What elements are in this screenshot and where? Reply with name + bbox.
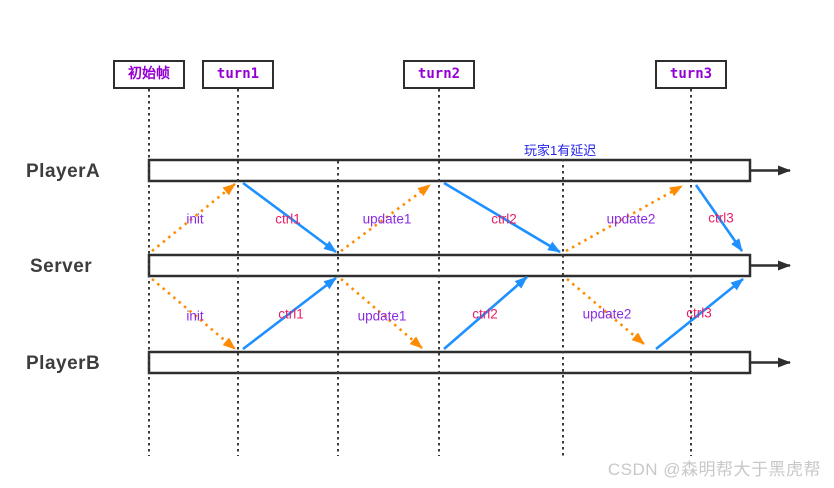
turn-box-initial-frame: 初始帧: [113, 60, 185, 89]
lane-bar-playerB: [147, 350, 752, 375]
turn-box-turn2: turn2: [403, 60, 475, 89]
flow-arrow-ctrl2-from-playerB: [443, 276, 528, 350]
lane-bar-server: [147, 253, 752, 278]
lane-label-playerB: PlayerB: [26, 353, 101, 374]
flow-label-update1-to-playerB: update1: [358, 309, 407, 324]
flow-arrow-ctrl1-from-playerB: [242, 276, 337, 351]
turn-box-turn3: turn3: [655, 60, 727, 89]
watermark: CSDN @森明帮大于黑虎帮: [607, 460, 821, 479]
flow-arrow-ctrl3-from-playerA: [694, 184, 744, 252]
flow-arrow-ctrl2-from-playerA: [443, 181, 561, 254]
flow-label-update2-to-playerB: update2: [583, 307, 632, 322]
turn-box-turn1: turn1: [202, 60, 274, 89]
lane-label-playerA: PlayerA: [26, 161, 101, 182]
flow-label-update2-to-playerA: update2: [607, 212, 656, 227]
flow-label-init-to-playerA: init: [186, 212, 204, 227]
latency-note: 玩家1有延迟: [524, 143, 597, 158]
flow-arrow-ctrl1-from-playerA: [242, 181, 337, 254]
flow-label-update1-to-playerA: update1: [363, 212, 412, 227]
flow-label-ctrl2-from-playerA: ctrl2: [491, 212, 517, 227]
flow-arrow-update1-to-playerA: [340, 183, 431, 253]
flow-label-ctrl1-from-playerB: ctrl1: [278, 307, 304, 322]
lane-bar-playerA: [147, 158, 752, 183]
flow-arrow-update2-to-playerB: [566, 278, 645, 345]
flow-label-ctrl3-from-playerB: ctrl3: [686, 306, 712, 321]
flow-label-ctrl2-from-playerB: ctrl2: [472, 307, 498, 322]
flow-label-ctrl1-from-playerA: ctrl1: [275, 212, 301, 227]
lane-label-server: Server: [30, 256, 93, 277]
flow-label-init-to-playerB: init: [186, 309, 204, 324]
flow-arrow-update2-to-playerA: [565, 184, 683, 253]
flow-label-ctrl3-from-playerA: ctrl3: [708, 211, 734, 226]
flow-arrow-ctrl3-from-playerB: [655, 277, 744, 351]
